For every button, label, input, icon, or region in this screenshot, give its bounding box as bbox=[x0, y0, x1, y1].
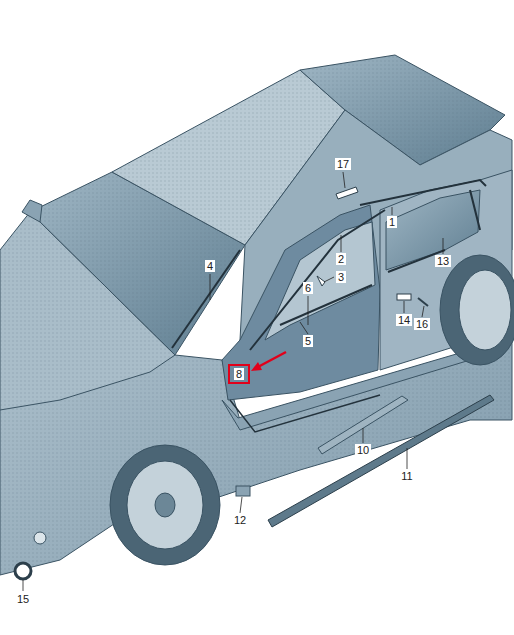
callout-number: 8 bbox=[234, 368, 244, 380]
callout-number: 10 bbox=[355, 444, 371, 456]
callout-number: 15 bbox=[15, 593, 31, 605]
callout-number: 17 bbox=[335, 158, 351, 170]
callout-number: 2 bbox=[336, 253, 346, 265]
callout-number: 3 bbox=[336, 271, 346, 283]
callout-number: 4 bbox=[205, 260, 215, 272]
callout-number: 5 bbox=[303, 335, 313, 347]
car-body bbox=[0, 55, 514, 575]
callout-number: 12 bbox=[232, 514, 248, 526]
callout-number: 11 bbox=[399, 470, 414, 482]
callout-number: 6 bbox=[303, 282, 313, 294]
highlight-marker bbox=[229, 352, 286, 383]
callout-number: 16 bbox=[414, 318, 430, 330]
callout-number: 13 bbox=[435, 255, 451, 267]
leader-lines bbox=[23, 172, 443, 591]
callout-number: 14 bbox=[396, 314, 412, 326]
trim-parts bbox=[172, 180, 486, 432]
loose-parts bbox=[15, 187, 494, 579]
callout-number: 1 bbox=[387, 216, 397, 228]
